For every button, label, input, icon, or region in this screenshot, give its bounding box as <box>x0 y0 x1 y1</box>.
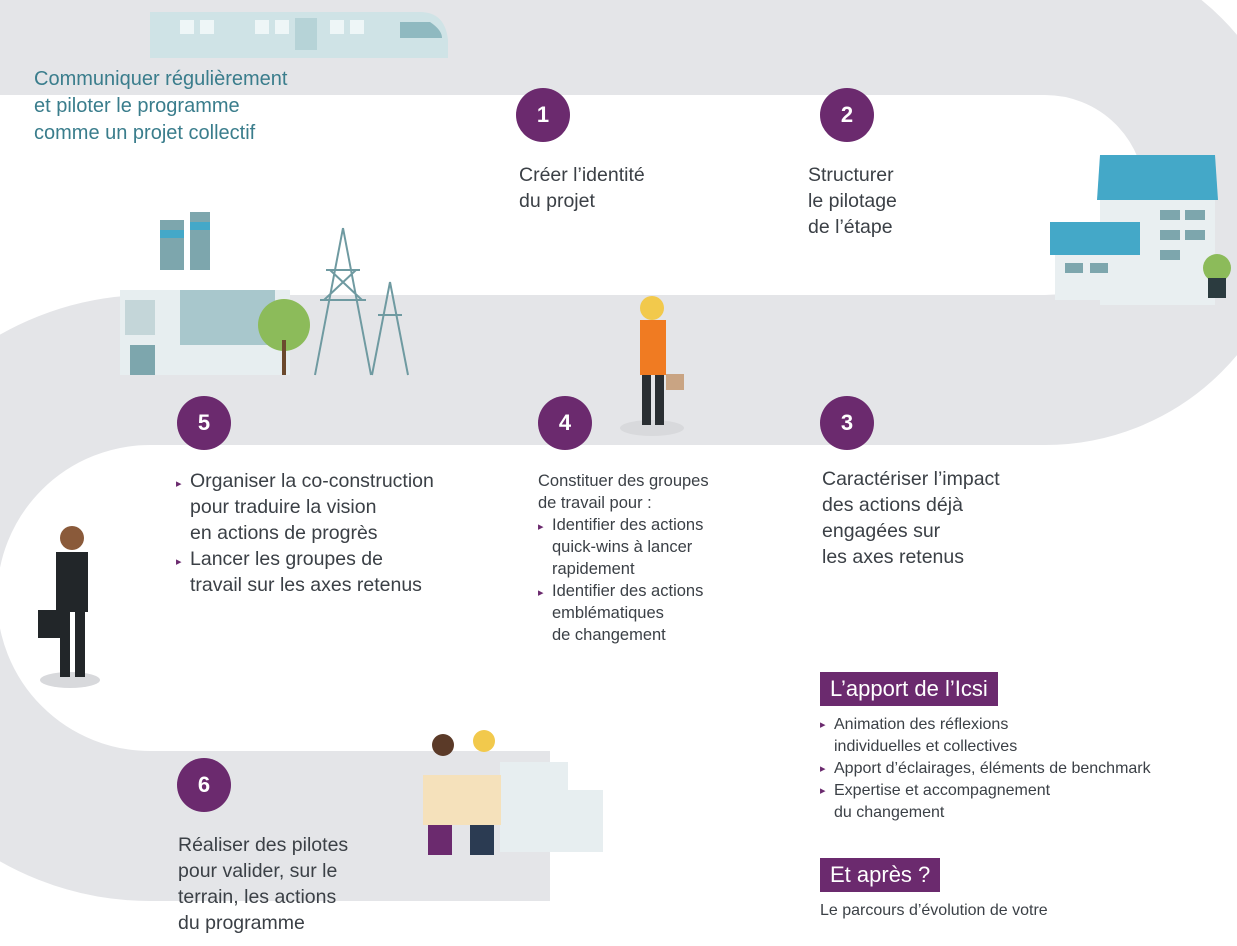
factory-icon <box>120 212 310 375</box>
house-icon <box>1050 155 1231 305</box>
businessman-icon <box>38 526 100 688</box>
step-3-text: Caractériser l’impact des actions déjà e… <box>822 468 1000 568</box>
step-4-text: Constituer des groupes de travail pour :… <box>538 472 709 644</box>
step-2-badge: 2 <box>820 88 874 142</box>
apport-list: ▸ Animation des réflexions individuelles… <box>820 716 1151 821</box>
step-3-badge: 3 <box>820 396 874 450</box>
worker-icon <box>620 296 684 436</box>
step-6-text: Réaliser des pilotes pour valider, sur l… <box>178 834 349 934</box>
train-icon <box>150 12 448 58</box>
step-5-text: ▸ Organiser la co-construction pour trad… <box>176 470 434 596</box>
apport-section: L’apport de l’Icsi ▸ Animation des réfle… <box>820 672 1151 824</box>
pylon-icon <box>314 227 409 376</box>
apres-title: Et après ? <box>820 858 941 892</box>
intro-text: Communiquer régulièrement et piloter le … <box>34 68 288 144</box>
step-1-text: Créer l’identité du projet <box>519 164 645 212</box>
step-6-badge: 6 <box>177 758 231 812</box>
apres-text: Le parcours d’évolution de votre <box>820 902 1048 919</box>
step-1-badge: 1 <box>516 88 570 142</box>
apport-title: L’apport de l’Icsi <box>820 672 998 706</box>
apres-section: Et après ? Le parcours d’évolution de vo… <box>820 858 1048 922</box>
step-5-badge: 5 <box>177 396 231 450</box>
step-2-text: Structurer le pilotage de l’étape <box>808 164 897 238</box>
step-4-badge: 4 <box>538 396 592 450</box>
workers-reading-plan-icon <box>423 730 603 855</box>
